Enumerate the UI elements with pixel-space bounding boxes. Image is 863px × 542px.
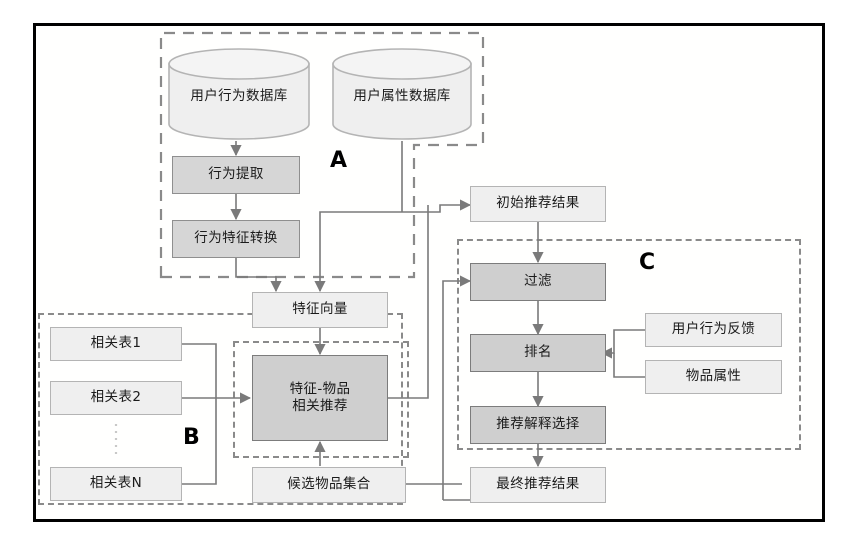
cylinder-shape xyxy=(168,48,310,140)
group-c-label: C xyxy=(639,250,656,275)
relation-table-n-node[interactable]: 相关表N xyxy=(50,467,182,501)
edge-attrdb-to-initial xyxy=(402,199,472,213)
edge-reln-merge xyxy=(182,398,217,485)
group-c-dashed-boundary xyxy=(457,239,801,450)
feature-item-recommend-label-line1: 特征-物品 xyxy=(289,380,351,397)
relation-table-1-node[interactable]: 相关表1 xyxy=(50,327,182,361)
behavior-extraction-node[interactable]: 行为提取 xyxy=(172,156,300,194)
edge-feedback-loop-to-filter xyxy=(442,275,472,500)
item-attribute-node[interactable]: 物品属性 xyxy=(645,360,782,394)
relation-table-2-node[interactable]: 相关表2 xyxy=(50,381,182,415)
user-behavior-db-cylinder: 用户行为数据库 xyxy=(168,48,310,140)
feature-item-recommend-label-line2: 相关推荐 xyxy=(292,398,348,414)
feature-item-recommend-node[interactable]: 特征-物品 相关推荐 xyxy=(252,355,388,441)
recommend-explain-select-node[interactable]: 推荐解释选择 xyxy=(470,406,606,444)
edge-convert-to-vector xyxy=(235,257,282,293)
edge-feedback-to-ranking xyxy=(600,329,645,359)
filter-node[interactable]: 过滤 xyxy=(470,263,606,301)
group-b-label: B xyxy=(183,425,200,450)
user-behavior-feedback-node[interactable]: 用户行为反馈 xyxy=(645,313,782,347)
group-a-dashed-boundary xyxy=(159,31,485,279)
user-behavior-db-label: 用户行为数据库 xyxy=(190,88,288,104)
feature-vector-node[interactable]: 特征向量 xyxy=(252,292,388,328)
edge-recommend-right xyxy=(388,205,429,399)
initial-recommend-result-node[interactable]: 初始推荐结果 xyxy=(470,186,606,222)
ranking-node[interactable]: 排名 xyxy=(470,334,606,372)
group-b-dashed-boundary xyxy=(38,313,403,505)
group-center-dashed-boundary xyxy=(233,341,409,458)
edge-itemattr-to-ranking xyxy=(613,353,645,378)
candidate-item-set-node[interactable]: 候选物品集合 xyxy=(252,467,406,503)
cylinder-shape xyxy=(332,48,472,140)
group-a-label: A xyxy=(330,148,348,173)
edge-rel1-merge xyxy=(182,343,217,398)
final-recommend-result-node[interactable]: 最终推荐结果 xyxy=(470,467,606,503)
user-attribute-db-cylinder: 用户属性数据库 xyxy=(332,48,472,140)
edge-attrdb-to-vector xyxy=(314,211,402,293)
behavior-feature-convert-node[interactable]: 行为特征转换 xyxy=(172,220,300,258)
user-attribute-db-label: 用户属性数据库 xyxy=(353,88,451,104)
